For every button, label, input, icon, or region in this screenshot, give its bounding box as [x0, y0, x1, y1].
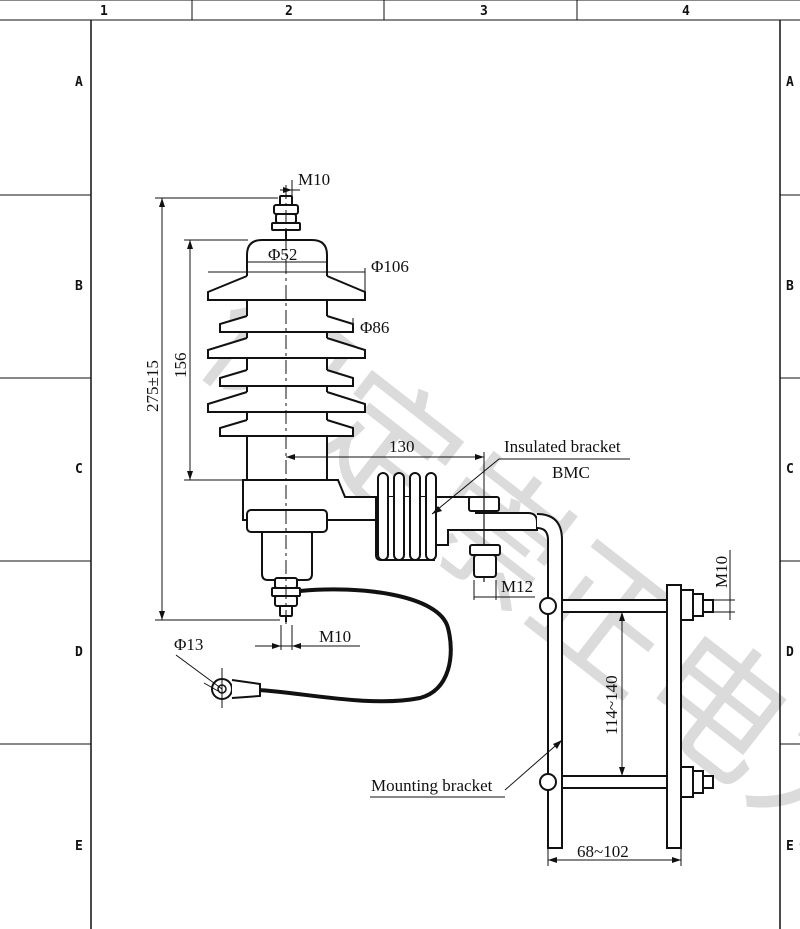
- row-label-a-left: A: [75, 75, 83, 90]
- dim-top-thread: M10: [298, 170, 330, 189]
- column-label-3: 3: [480, 4, 488, 19]
- column-label-1: 1: [100, 4, 108, 19]
- row-label-c-left: C: [75, 462, 83, 477]
- mounting-bracket: [536, 513, 714, 849]
- dim-shed-small-diameter: Φ86: [360, 318, 389, 337]
- callout-mounting-bracket: Mounting bracket: [371, 776, 493, 795]
- row-label-d-right: D: [786, 645, 794, 660]
- row-label-b-left: B: [75, 279, 83, 294]
- ground-lead: [203, 587, 453, 708]
- dim-bolt-spacing: 114~140: [602, 675, 621, 735]
- row-label-e-right: E: [786, 839, 794, 854]
- dim-bottom-thread: M10: [319, 627, 351, 646]
- row-label-b-right: B: [786, 279, 794, 294]
- dimension-lines: [155, 180, 735, 866]
- insulated-bracket: [375, 472, 538, 582]
- dim-bolt-thread: M12: [501, 577, 533, 596]
- disconnector: [261, 531, 313, 581]
- dim-head-diameter: Φ52: [268, 245, 297, 264]
- dim-total-height: 275±15: [143, 360, 162, 412]
- row-label-a-right: A: [786, 75, 794, 90]
- dim-bracket-offset: 130: [389, 437, 415, 456]
- arrowheads: [159, 187, 681, 863]
- dim-shed-height: 156: [171, 353, 190, 379]
- column-label-2: 2: [285, 4, 293, 19]
- dim-shed-large-diameter: Φ106: [371, 257, 409, 276]
- dim-clamp-thread: M10: [712, 556, 731, 588]
- row-label-e-left: E: [75, 839, 83, 854]
- dim-clamp-width: 68~102: [577, 842, 629, 861]
- column-label-4: 4: [682, 4, 690, 19]
- callout-insulated-bracket: Insulated bracket: [504, 437, 621, 456]
- callout-bmc: BMC: [552, 463, 590, 482]
- row-label-c-right: C: [786, 462, 794, 477]
- dim-eye-diameter: Φ13: [174, 635, 203, 654]
- lower-body: [246, 509, 328, 533]
- row-label-d-left: D: [75, 645, 83, 660]
